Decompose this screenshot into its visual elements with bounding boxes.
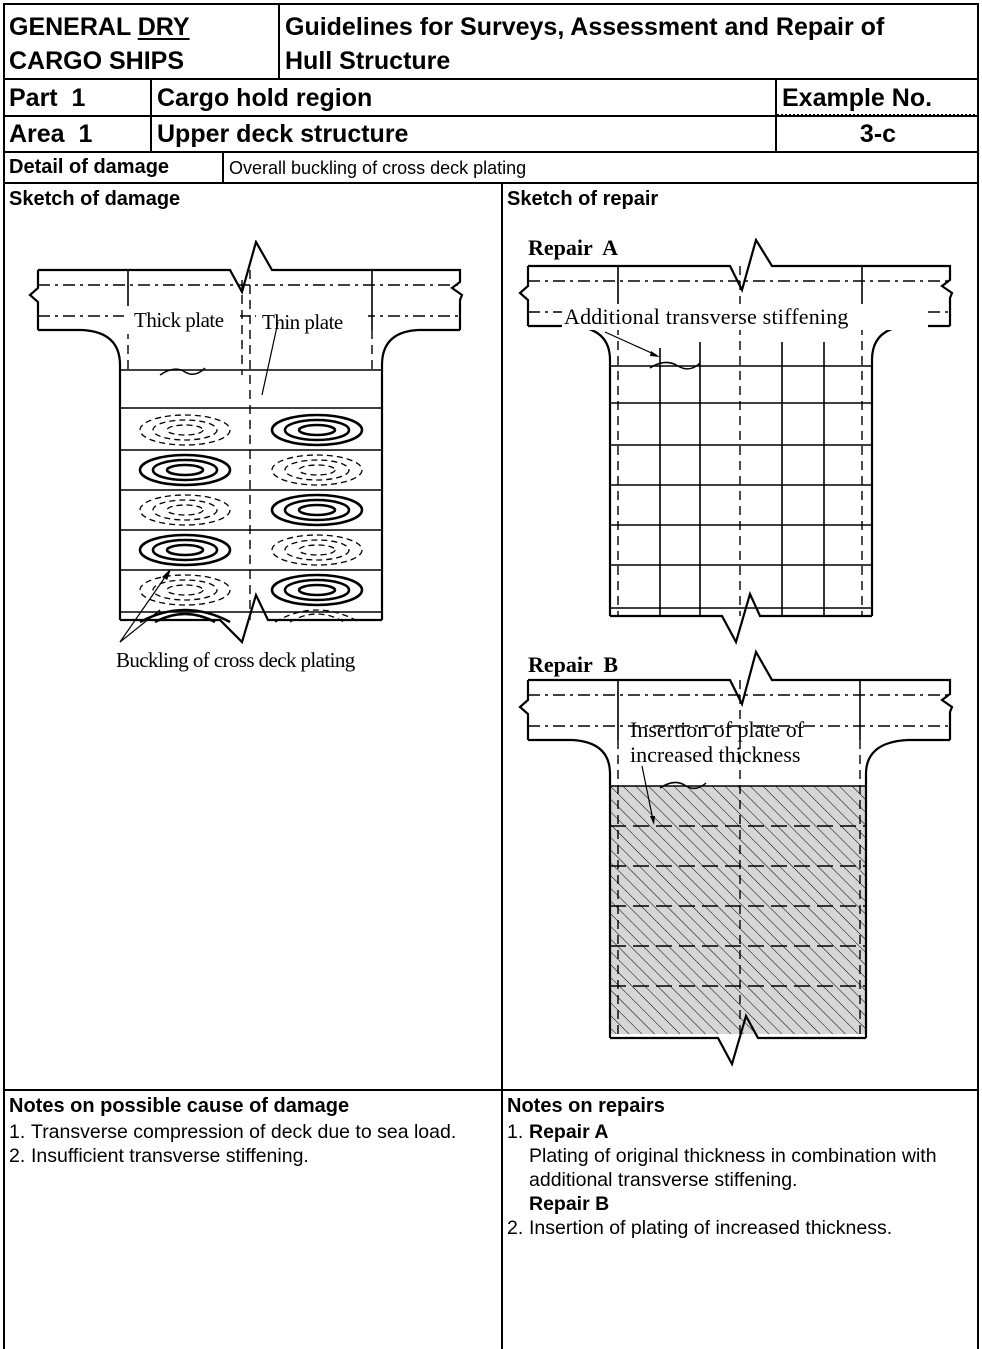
cause-notes-heading: Notes on possible cause of damage bbox=[9, 1095, 350, 1117]
example-label: Example No. bbox=[782, 84, 933, 112]
repair-notes-list: 1. Repair A Plating of original thicknes… bbox=[507, 1120, 973, 1240]
list-item-text: Insufficient transverse stiffening. bbox=[31, 1145, 309, 1167]
document-title-line2: Hull Structure bbox=[285, 47, 451, 75]
repair-b-title: Repair B bbox=[528, 652, 619, 677]
thin-plate-label: Thin plate bbox=[262, 310, 343, 334]
buckle bbox=[138, 413, 364, 624]
rule bbox=[501, 182, 503, 1349]
list-item-text: Insertion of plating of increased thickn… bbox=[529, 1217, 893, 1239]
buckle bbox=[139, 414, 363, 623]
rule bbox=[278, 3, 280, 79]
damage-caption: Buckling of cross deck plating bbox=[116, 648, 355, 672]
part-value: Cargo hold region bbox=[157, 84, 373, 112]
rule bbox=[3, 78, 979, 80]
damage-sketch-heading: Sketch of damage bbox=[9, 188, 181, 210]
repair-a-label: Additional transverse stiffening bbox=[564, 304, 849, 329]
repair-a-note-text: Plating of original thickness in combina… bbox=[529, 1145, 937, 1191]
cause-notes-list: 1.Transverse compression of deck due to … bbox=[9, 1120, 497, 1168]
repair-b-label-line1: Insertion of plate of bbox=[630, 717, 805, 742]
area-label: Area 1 bbox=[9, 120, 93, 148]
repair-b-note-title: Repair B bbox=[529, 1193, 610, 1215]
list-item: 2.Insufficient transverse stiffening. bbox=[9, 1144, 497, 1168]
category-title-b: DRY bbox=[137, 13, 190, 41]
example-number: 3-c bbox=[859, 120, 897, 148]
detail-value: Overall buckling of cross deck plating bbox=[229, 158, 527, 178]
rule bbox=[3, 115, 979, 117]
list-item-number: 2. bbox=[507, 1217, 524, 1239]
rule bbox=[222, 151, 224, 183]
category-title-line2: CARGO SHIPS bbox=[9, 47, 185, 75]
thick-plate-label: Thick plate bbox=[134, 308, 224, 332]
area-value: Upper deck structure bbox=[157, 120, 409, 148]
list-item-number: 2. bbox=[9, 1145, 26, 1167]
repair-a-title: Repair A bbox=[528, 235, 619, 260]
rule bbox=[150, 78, 152, 152]
part-label: Part 1 bbox=[9, 84, 86, 112]
rule-dotted bbox=[777, 114, 979, 116]
repair-a-note-title: Repair A bbox=[529, 1121, 609, 1143]
list-item: 1.Transverse compression of deck due to … bbox=[9, 1120, 497, 1144]
category-title-a: GENERAL bbox=[9, 13, 138, 41]
list-item: 1. Repair A Plating of original thicknes… bbox=[507, 1120, 973, 1216]
repair-sketch-heading: Sketch of repair bbox=[507, 188, 659, 210]
rule bbox=[775, 78, 777, 152]
list-item: 2.Insertion of plating of increased thic… bbox=[507, 1216, 973, 1240]
detail-label: Detail of damage bbox=[9, 156, 170, 178]
damage-sketch-drawing bbox=[28, 240, 464, 645]
rule bbox=[3, 151, 979, 153]
list-item-number: 1. bbox=[507, 1121, 524, 1143]
repair-b-label-line2: increased thickness bbox=[630, 742, 801, 767]
rule bbox=[3, 1089, 979, 1091]
document-title-line1: Guidelines for Surveys, Assessment and R… bbox=[285, 13, 885, 41]
repair-notes-heading: Notes on repairs bbox=[507, 1095, 665, 1117]
category-title: GENERAL DRY bbox=[9, 13, 190, 41]
rule bbox=[3, 182, 979, 184]
page-frame bbox=[3, 3, 979, 1349]
list-item-text: Transverse compression of deck due to se… bbox=[31, 1121, 457, 1143]
repair-b-drawing bbox=[518, 649, 954, 1067]
list-item-number: 1. bbox=[9, 1121, 26, 1143]
repair-a-drawing bbox=[518, 238, 954, 645]
